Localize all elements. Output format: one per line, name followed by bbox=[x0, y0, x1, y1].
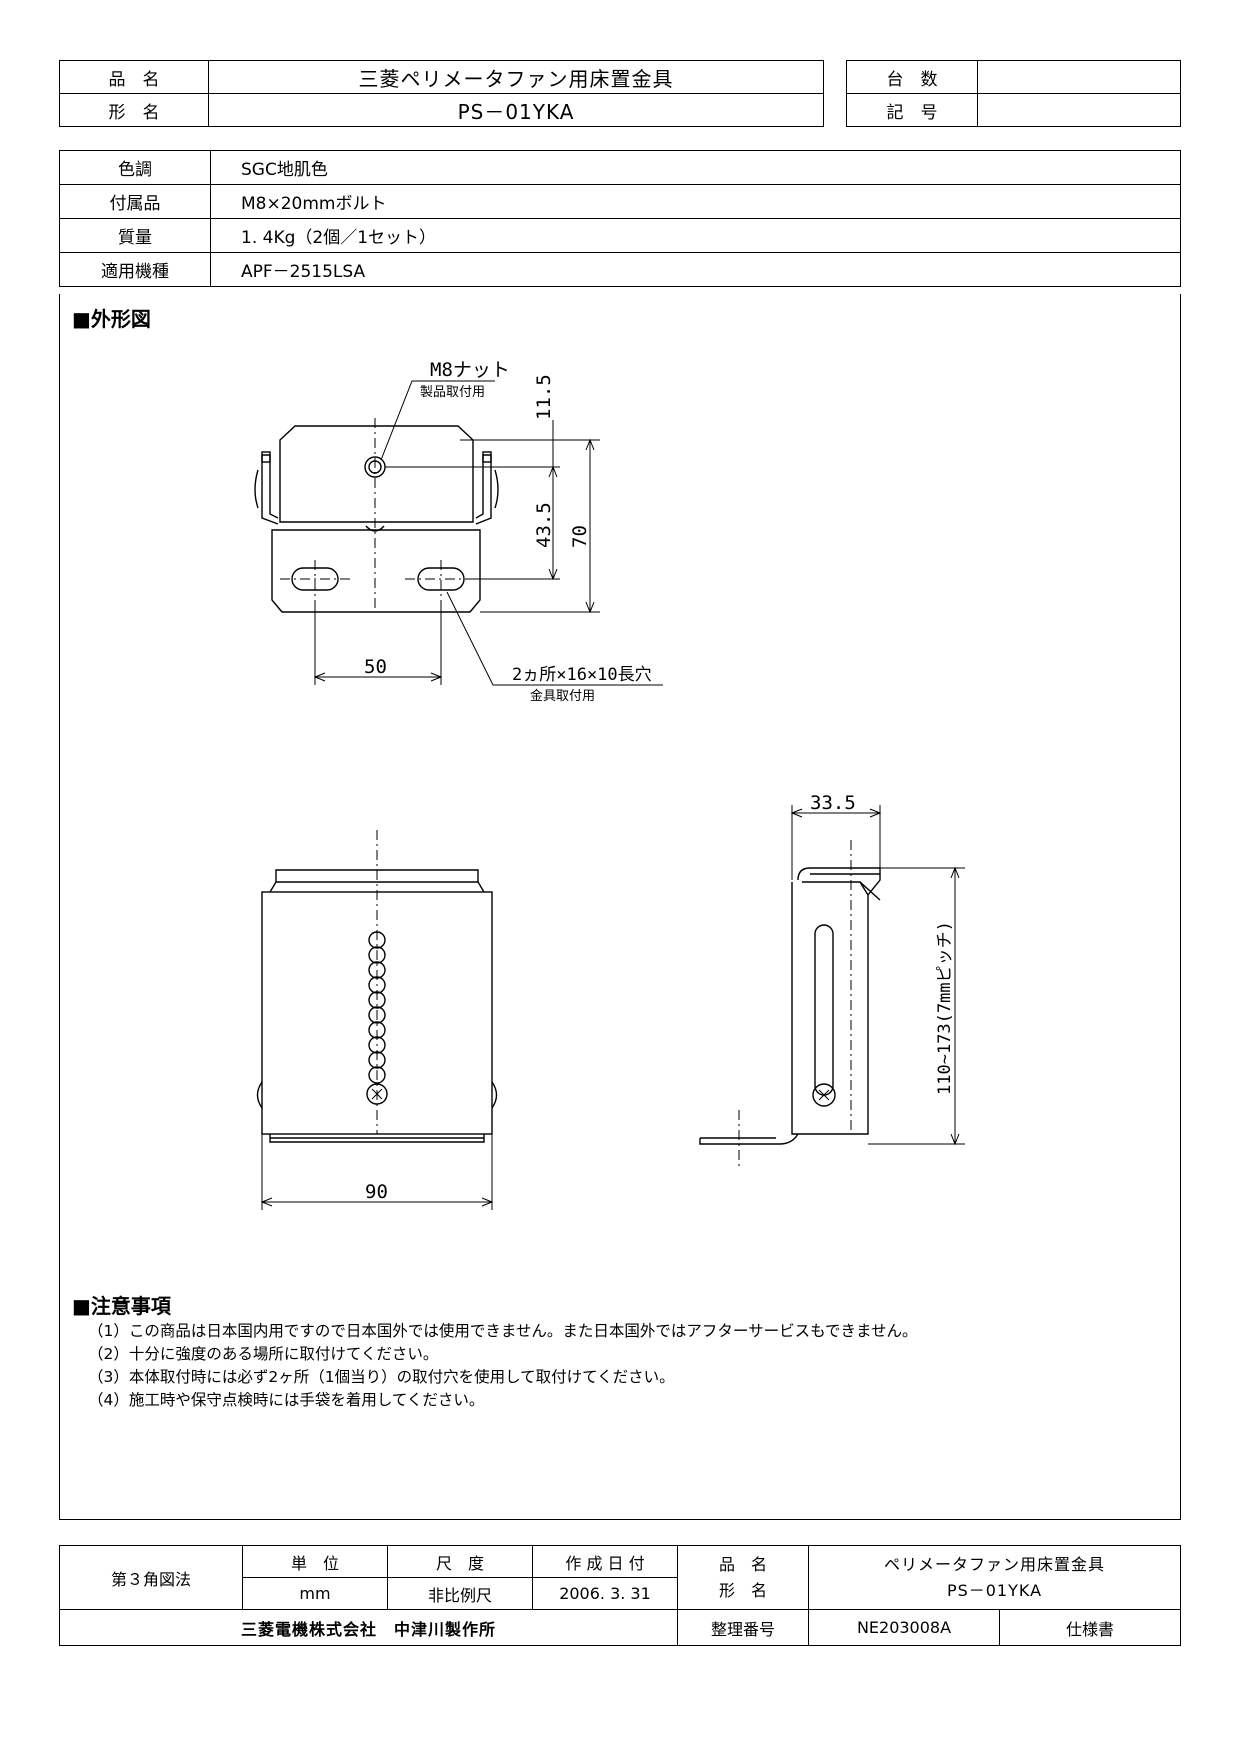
product-name-label: 品 名 bbox=[59, 60, 209, 94]
date-value: 2006. 3. 31 bbox=[532, 1577, 678, 1610]
nut-label: M8ナット bbox=[430, 359, 510, 381]
note-item: （2）十分に強度のある場所に取付けてください。 bbox=[88, 1345, 439, 1363]
footer-name-label: 品 名 bbox=[718, 1554, 767, 1574]
top-view bbox=[254, 380, 663, 686]
nut-sub-label: 製品取付用 bbox=[420, 385, 485, 400]
dim-50: 50 bbox=[364, 656, 387, 678]
slot-label: 2ヵ所×16×10長穴 bbox=[512, 665, 652, 685]
drawing-section-title: ■外形図 bbox=[72, 307, 151, 331]
unit-value: mm bbox=[242, 1577, 388, 1610]
dim-33-5: 33.5 bbox=[810, 792, 856, 814]
footer-model-label: 形 名 bbox=[718, 1580, 767, 1600]
date-label: 作 成 日 付 bbox=[532, 1545, 678, 1578]
product-name-value: 三菱ペリメータファン用床置金具 bbox=[208, 60, 824, 94]
scale-label: 尺 度 bbox=[387, 1545, 533, 1578]
spec-value: SGC地肌色 bbox=[210, 150, 1181, 185]
spec-row: 適用機種 APF－2515LSA bbox=[59, 252, 1181, 287]
quantity-label: 台 数 bbox=[846, 60, 978, 94]
notes-title: ■注意事項 bbox=[72, 1294, 171, 1318]
note-item: （3）本体取付時には必ず2ヶ所（1個当り）の取付穴を使用して取付けてください。 bbox=[88, 1368, 675, 1386]
spec-label: 適用機種 bbox=[59, 252, 211, 287]
projection-method: 第３角図法 bbox=[59, 1545, 243, 1610]
dim-43-5: 43.5 bbox=[533, 502, 555, 548]
note-item: （1）この商品は日本国内用ですので日本国外では使用できません。また日本国外ではア… bbox=[88, 1322, 918, 1340]
dim-70: 70 bbox=[569, 525, 591, 548]
model-value: PS－01YKA bbox=[208, 93, 824, 127]
spec-table: 色調 SGC地肌色 付属品 M8×20mmボルト 質量 1. 4Kg（2個／1セ… bbox=[59, 150, 1181, 287]
spec-row: 色調 SGC地肌色 bbox=[59, 150, 1181, 185]
dim-11-5: 11.5 bbox=[533, 374, 555, 420]
header-table: 品 名 三菱ペリメータファン用床置金具 形 名 PS－01YKA bbox=[59, 60, 824, 127]
symbol-label: 記 号 bbox=[846, 93, 978, 127]
drawing-frame bbox=[59, 294, 1181, 1520]
slot-sub-label: 金具取付用 bbox=[530, 688, 595, 704]
notes-list: （1）この商品は日本国内用ですので日本国外では使用できません。また日本国外ではア… bbox=[88, 1320, 918, 1412]
scale-value: 非比例尺 bbox=[387, 1577, 533, 1610]
unit-label: 単 位 bbox=[242, 1545, 388, 1578]
footer-product-model: PS－01YKA bbox=[946, 1580, 1043, 1600]
doc-number-label: 整理番号 bbox=[677, 1609, 809, 1646]
doc-number: NE203008A bbox=[808, 1609, 1000, 1646]
spec-row: 質量 1. 4Kg（2個／1セット） bbox=[59, 218, 1181, 253]
company-name: 三菱電機株式会社 中津川製作所 bbox=[59, 1609, 678, 1646]
spec-value: 1. 4Kg（2個／1セット） bbox=[210, 218, 1181, 253]
spec-value: APF－2515LSA bbox=[210, 252, 1181, 287]
symbol-value bbox=[977, 93, 1181, 127]
title-block: 第３角図法 単 位 尺 度 作 成 日 付 品 名 形 名 ペリメータファン用床… bbox=[59, 1545, 1181, 1646]
quantity-table: 台 数 記 号 bbox=[846, 60, 1181, 127]
outline-drawing: M8ナット 製品取付用 11.5 43.5 70 50 2ヵ所×16×10長穴 … bbox=[254, 359, 965, 1210]
dim-90: 90 bbox=[365, 1181, 388, 1203]
spec-value: M8×20mmボルト bbox=[210, 184, 1181, 219]
dim-110-173: 110~173(7mmピッチ) bbox=[935, 921, 955, 1095]
doc-type: 仕様書 bbox=[999, 1609, 1181, 1646]
front-view bbox=[256, 830, 498, 1210]
note-item: （4）施工時や保守点検時には手袋を着用してください。 bbox=[88, 1391, 485, 1409]
footer-product-name: ペリメータファン用床置金具 bbox=[883, 1554, 1105, 1574]
side-view bbox=[699, 805, 965, 1170]
